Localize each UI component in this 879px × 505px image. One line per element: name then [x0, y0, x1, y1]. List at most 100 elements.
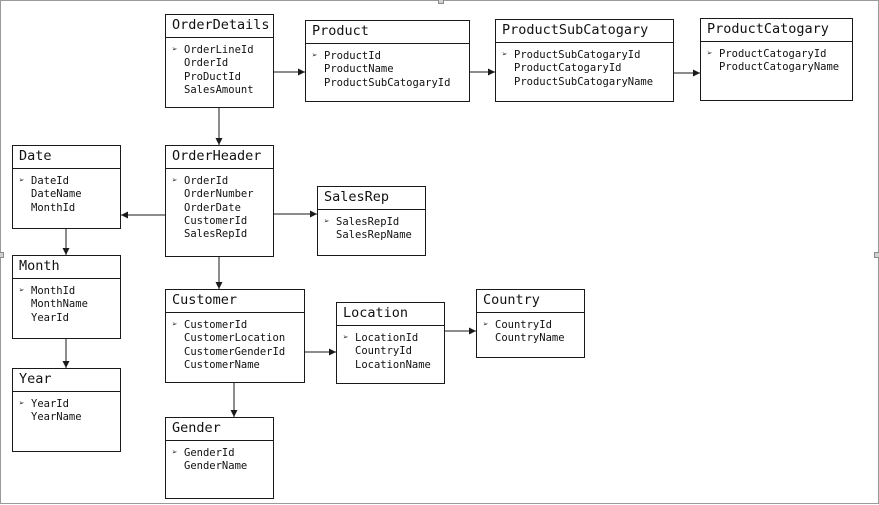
- field-label: OrderId: [184, 57, 229, 70]
- field-label: MonthName: [31, 298, 88, 311]
- field-item: ➢DateId: [13, 175, 82, 188]
- field-item: ➢MonthId: [13, 285, 88, 298]
- arrowhead-bullet-icon: ➢: [19, 286, 25, 296]
- field-item: YearId: [13, 312, 88, 325]
- field-item: ProductSubCatogaryName: [496, 76, 653, 89]
- entity-title: SalesRep: [324, 189, 390, 205]
- field-item: SalesRepName: [318, 229, 412, 242]
- entity-title: Date: [19, 148, 52, 164]
- entity-divider: [13, 278, 120, 279]
- field-item: CustomerLocation: [166, 332, 285, 345]
- entity-title: Year: [19, 371, 52, 387]
- entity-title: ProductSubCatogary: [502, 22, 649, 38]
- field-item: YearName: [13, 411, 82, 424]
- field-item: ProductSubCatogaryId: [306, 77, 450, 90]
- field-label: SalesRepId: [336, 216, 400, 228]
- field-item: CustomerGenderId: [166, 346, 285, 359]
- entity-title: Country: [483, 292, 540, 308]
- field-item: CountryName: [477, 332, 565, 345]
- entity-divider: [306, 43, 469, 44]
- entity-divider: [496, 42, 673, 43]
- arrowhead-bullet-icon: ➢: [324, 217, 330, 227]
- entity-divider: [477, 312, 584, 313]
- field-label: ProductSubCatogaryId: [324, 76, 451, 89]
- field-label: CustomerLocation: [184, 332, 286, 345]
- arrowhead-bullet-icon: ➢: [19, 176, 25, 186]
- field-label: OrderLineId: [184, 44, 254, 56]
- entity-divider: [318, 209, 425, 210]
- field-label: CountryId: [495, 319, 552, 331]
- resize-handle-top[interactable]: [438, 0, 444, 4]
- entity-title: Location: [343, 305, 409, 321]
- entity-divider: [337, 325, 444, 326]
- field-label: GenderId: [184, 447, 235, 459]
- resize-handle-left[interactable]: [0, 252, 4, 258]
- field-item: CustomerName: [166, 359, 285, 372]
- field-item: ➢OrderId: [166, 175, 254, 188]
- field-label: LocationName: [355, 358, 431, 371]
- arrowhead-bullet-icon: ➢: [172, 448, 178, 458]
- field-label: GenderName: [184, 460, 248, 473]
- field-item: GenderName: [166, 460, 247, 473]
- field-label: CustomerName: [184, 358, 260, 371]
- field-label: ProDuctId: [184, 70, 241, 83]
- entity-divider: [166, 312, 304, 313]
- arrowhead-bullet-icon: ➢: [707, 49, 713, 59]
- arrowhead-bullet-icon: ➢: [172, 320, 178, 330]
- field-label: ProductId: [324, 50, 381, 62]
- field-item: LocationName: [337, 359, 431, 372]
- field-label: CountryName: [495, 332, 565, 345]
- entity-divider: [166, 37, 273, 38]
- field-item: ➢ProductId: [306, 50, 450, 63]
- field-item: OrderDate: [166, 202, 254, 215]
- field-item: ProductCatogaryName: [701, 61, 839, 74]
- arrowhead-bullet-icon: ➢: [483, 320, 489, 330]
- field-label: LocationId: [355, 332, 419, 344]
- resize-handle-right[interactable]: [874, 252, 879, 258]
- entity-divider: [13, 168, 120, 169]
- field-label: YearId: [31, 311, 69, 324]
- field-label: ProductSubCatogaryId: [514, 49, 641, 61]
- field-label: OrderNumber: [184, 188, 254, 201]
- field-item: ➢ProductCatogaryId: [701, 48, 839, 61]
- entity-divider: [166, 168, 273, 169]
- entity-title: ProductCatogary: [707, 21, 829, 37]
- field-label: SalesRepName: [336, 229, 412, 242]
- entity-divider: [166, 440, 273, 441]
- field-item: SalesRepId: [166, 228, 254, 241]
- field-label: CustomerId: [184, 319, 248, 331]
- field-label: YearName: [31, 411, 82, 424]
- field-label: YearId: [31, 398, 69, 410]
- field-item: ➢ CustomerId: [166, 319, 285, 332]
- entity-divider: [13, 391, 120, 392]
- field-item: ➢OrderLineId: [166, 44, 254, 57]
- field-item: ➢LocationId: [337, 332, 431, 345]
- entity-title: Gender: [172, 420, 221, 436]
- arrowhead-bullet-icon: ➢: [19, 399, 25, 409]
- entity-title: OrderHeader: [172, 148, 262, 164]
